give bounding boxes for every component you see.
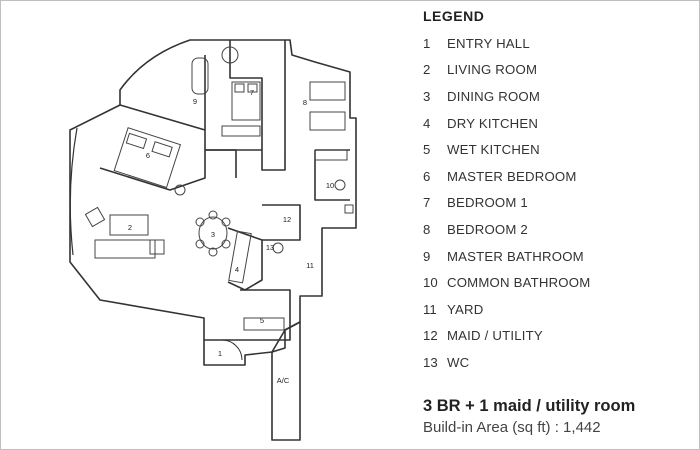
plan-label-3: 3 bbox=[211, 230, 215, 239]
bathtub bbox=[191, 57, 209, 95]
wall-corridor bbox=[205, 149, 237, 178]
legend-item-label: WET KITCHEN bbox=[447, 142, 540, 158]
legend-item: 12 MAID / UTILITY bbox=[423, 323, 693, 350]
plan-label-9: 9 bbox=[193, 97, 197, 106]
wall-mbed-top bbox=[119, 104, 206, 131]
wall-mbed-bottom bbox=[99, 150, 206, 191]
sofa bbox=[94, 239, 156, 259]
legend-item: 9 MASTER BATHROOM bbox=[423, 243, 693, 270]
legend-item-number: 12 bbox=[423, 328, 438, 344]
legend-item: 4 DRY KITCHEN bbox=[423, 110, 693, 137]
legend-item-number: 8 bbox=[423, 221, 431, 237]
legend-item-number: 1 bbox=[423, 35, 431, 51]
dry-kitchen-counter bbox=[228, 230, 252, 284]
master-bed bbox=[113, 127, 182, 189]
plan-label-6: 6 bbox=[146, 151, 150, 160]
legend-item: 8 BEDROOM 2 bbox=[423, 216, 693, 243]
legend-item-label: MASTER BATHROOM bbox=[447, 248, 584, 264]
wall-maid bbox=[262, 204, 301, 241]
wardrobe-1 bbox=[221, 125, 261, 137]
legend-title: LEGEND bbox=[423, 8, 485, 24]
curved-window bbox=[69, 127, 78, 256]
coffee-table bbox=[109, 214, 149, 236]
legend-list: 1 ENTRY HALL 2 LIVING ROOM 3 DINING ROOM 4 DRY … bbox=[423, 30, 693, 376]
legend-item-number: 13 bbox=[423, 354, 438, 370]
legend-item: 1 ENTRY HALL bbox=[423, 30, 693, 57]
legend-item-number: 10 bbox=[423, 275, 438, 291]
legend-item-label: YARD bbox=[447, 301, 484, 317]
legend: LEGEND 1 ENTRY HALL 2 LIVING ROOM 3 DINING RO… bbox=[423, 8, 693, 376]
plan-label-7: 7 bbox=[250, 88, 254, 97]
legend-item-label: MASTER BEDROOM bbox=[447, 168, 577, 184]
outer-wall bbox=[69, 39, 357, 366]
floor-plan: 1 2 3 4 5 6 7 8 9 10 11 12 13 A/C bbox=[69, 39, 357, 441]
plan-label-2: 2 bbox=[128, 223, 132, 232]
plan-label-10: 10 bbox=[326, 181, 334, 190]
plan-label-11: 11 bbox=[306, 261, 314, 270]
legend-item: 13 WC bbox=[423, 349, 693, 376]
legend-item-number: 5 bbox=[423, 142, 431, 158]
legend-item-label: DINING ROOM bbox=[447, 88, 541, 104]
legend-item-number: 2 bbox=[423, 62, 431, 78]
wall-cbath bbox=[314, 149, 350, 201]
legend-item: 7 BEDROOM 1 bbox=[423, 190, 693, 217]
legend-item: 5 WET KITCHEN bbox=[423, 136, 693, 163]
legend-item-label: MAID / UTILITY bbox=[447, 328, 543, 344]
plan-label-8: 8 bbox=[303, 98, 307, 107]
legend-item-number: 11 bbox=[423, 301, 437, 317]
wall-bed1 bbox=[229, 40, 263, 150]
wet-kitchen-counter bbox=[243, 317, 285, 331]
legend-item: 6 MASTER BEDROOM bbox=[423, 163, 693, 190]
legend-item-number: 9 bbox=[423, 248, 431, 264]
wardrobe-2 bbox=[314, 149, 348, 161]
legend-item-label: COMMON BATHROOM bbox=[447, 275, 591, 291]
legend-item-label: LIVING ROOM bbox=[447, 62, 538, 78]
legend-item-label: BEDROOM 1 bbox=[447, 195, 528, 211]
legend-item: 10 COMMON BATHROOM bbox=[423, 269, 693, 296]
legend-item-number: 6 bbox=[423, 168, 431, 184]
build-in-area: Build-in Area (sq ft) : 1,442 bbox=[423, 419, 601, 436]
bed2-bed-b bbox=[309, 111, 346, 131]
legend-item: 11 YARD bbox=[423, 296, 693, 323]
ac-ledge bbox=[271, 321, 301, 441]
legend-item-label: DRY KITCHEN bbox=[447, 115, 539, 131]
plan-label-12: 12 bbox=[283, 215, 291, 224]
wall-corridor-2 bbox=[261, 150, 286, 171]
plan-label-5: 5 bbox=[260, 316, 264, 325]
plan-label-4: 4 bbox=[235, 265, 239, 274]
bed1-bed bbox=[231, 81, 261, 121]
plan-label-1: 1 bbox=[218, 349, 222, 358]
legend-item: 3 DINING ROOM bbox=[423, 83, 693, 110]
legend-item-number: 7 bbox=[423, 195, 431, 211]
bed2-bed-a bbox=[309, 81, 346, 101]
legend-item-label: ENTRY HALL bbox=[447, 35, 530, 51]
legend-item-label: WC bbox=[447, 354, 470, 370]
entry-door bbox=[221, 339, 243, 361]
legend-item-label: BEDROOM 2 bbox=[447, 221, 528, 237]
legend-item-number: 4 bbox=[423, 115, 431, 131]
plan-label-13: 13 bbox=[266, 243, 274, 252]
unit-summary: 3 BR + 1 maid / utility room Build-in Ar… bbox=[423, 397, 693, 436]
wall-wetkitchen bbox=[240, 289, 291, 341]
unit-type: 3 BR + 1 maid / utility room bbox=[423, 397, 636, 415]
legend-item: 2 LIVING ROOM bbox=[423, 57, 693, 84]
legend-item-number: 3 bbox=[423, 88, 431, 104]
plan-label-ac: A/C bbox=[277, 376, 290, 385]
dining-table bbox=[198, 216, 228, 250]
